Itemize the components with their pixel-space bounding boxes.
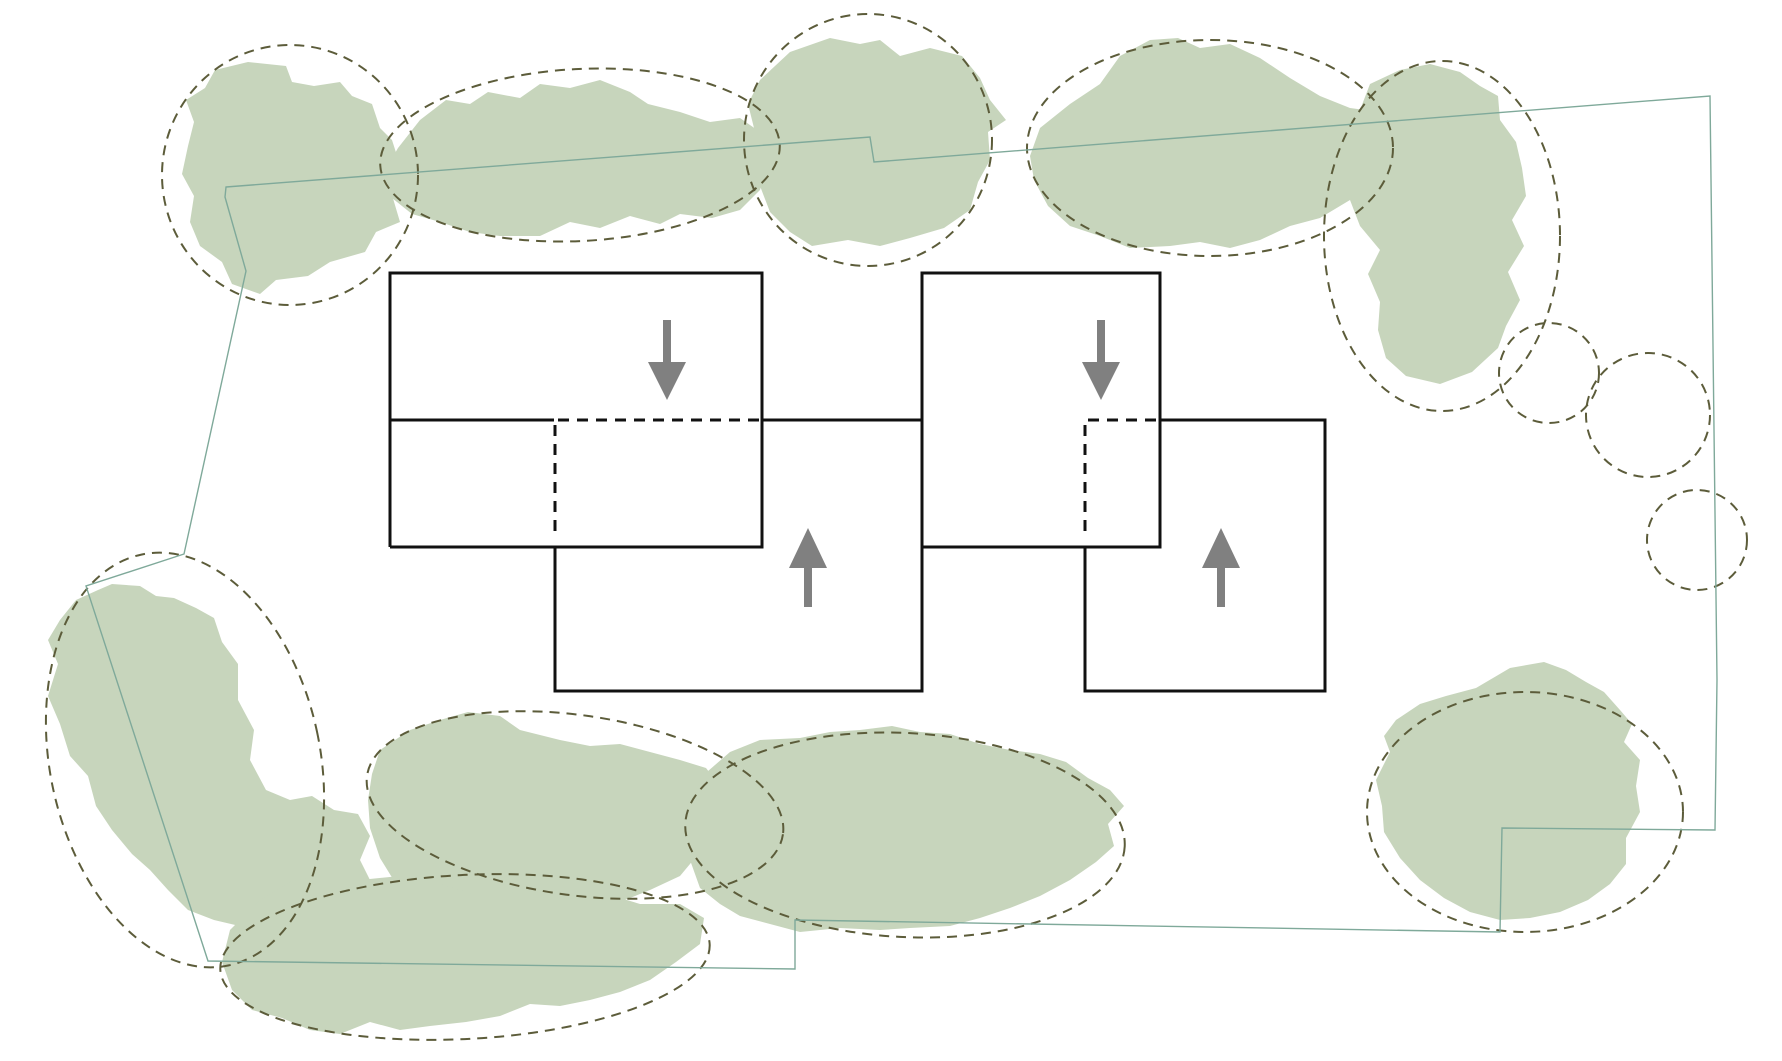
- canopy-outline-top-left: [161, 44, 419, 306]
- tree-mass-top-right: [1030, 38, 1382, 248]
- canopy-outline-small-3: [1646, 489, 1748, 591]
- tree-mass-bottom-center-left: [368, 712, 730, 916]
- volume-2-hidden-edge-left: [553, 418, 762, 531]
- volume-4-hidden-edge-right: [1083, 418, 1160, 531]
- movement-arrows: [648, 320, 1240, 607]
- canopy-outline-bottom-right: [1366, 691, 1684, 933]
- arrow-down-icon: [648, 320, 686, 400]
- tree-mass-bottom-left-lower: [222, 876, 704, 1034]
- canopy-outline-small-1: [1498, 322, 1600, 424]
- canopy-outline-right: [1323, 60, 1561, 412]
- canopy-outline-layer: [44, 13, 1748, 1041]
- canopy-outline-bottom-left: [44, 551, 326, 969]
- tree-mass-right: [1350, 64, 1526, 384]
- tree-mass-bottom-center: [686, 726, 1124, 932]
- canopy-outline-top-right: [1026, 39, 1394, 257]
- canopy-outline-bottom-center-left: [365, 710, 785, 900]
- arrow-up-icon: [789, 528, 827, 607]
- building-volumes: [388, 271, 1327, 693]
- tree-mass-top-left: [182, 62, 400, 294]
- tree-mass-bottom-left: [48, 584, 372, 930]
- tree-mass-top-center: [748, 38, 1006, 246]
- arrow-down-icon: [1082, 320, 1120, 400]
- arrow-up-icon: [1202, 528, 1240, 607]
- canopy-outline-small-2: [1585, 352, 1711, 478]
- volume-1-upper-left: [388, 271, 764, 549]
- volume-4-lower-right: [1083, 418, 1327, 693]
- tree-mass-bottom-right: [1376, 662, 1640, 920]
- canopy-outline-top-center: [743, 13, 993, 267]
- tree-mass-top-center-left: [384, 80, 770, 236]
- volume-2-lower-left: [553, 418, 924, 693]
- canopy-outline-bottom-left-lower: [219, 873, 711, 1041]
- site-boundary-line: [85, 95, 1718, 970]
- foliage-layer: [48, 38, 1640, 1034]
- canopy-outline-bottom-center: [684, 731, 1126, 939]
- volume-3-upper-right: [920, 271, 1162, 549]
